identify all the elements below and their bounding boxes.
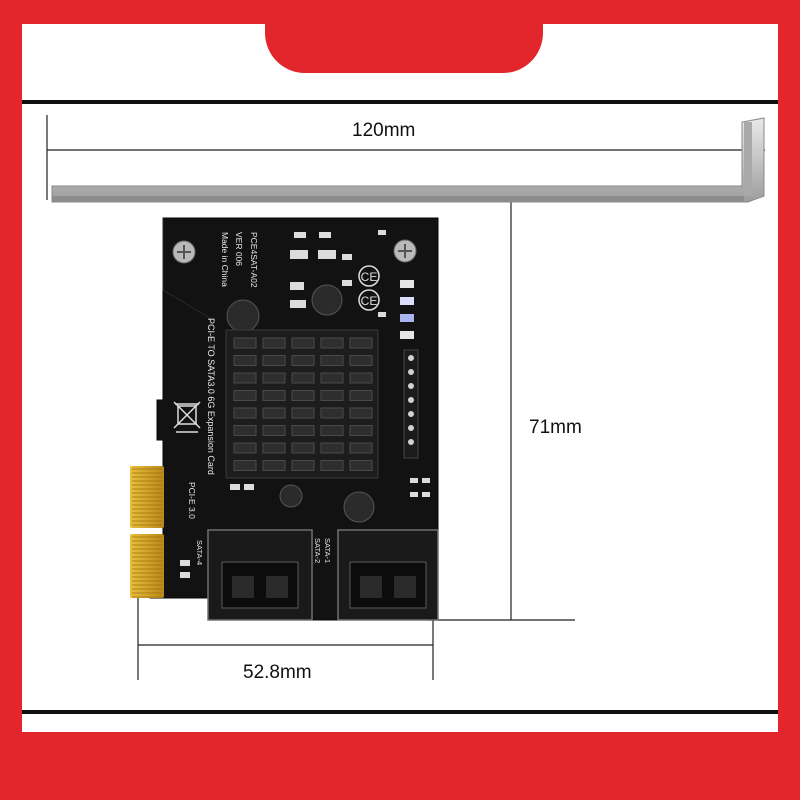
status-leds — [400, 280, 414, 339]
capacitor — [343, 491, 375, 523]
bottom-divider — [22, 710, 778, 714]
dimension-lines — [46, 115, 765, 680]
heatsink-fin — [320, 390, 344, 401]
heatsink-fin — [291, 442, 315, 454]
heatsink — [225, 329, 379, 479]
heatsink-fin — [233, 390, 257, 401]
sata-1-label: SATA-1 — [323, 538, 332, 563]
heatsink-fin — [262, 337, 286, 349]
board-model-text: PCE4SAT-A02 — [249, 232, 259, 288]
board-version-text: VER 006 — [234, 232, 244, 266]
heatsink-fin — [262, 460, 286, 471]
heatsink-fin — [291, 460, 315, 471]
heatsink-fin — [320, 407, 344, 419]
heatsink-fin — [262, 442, 286, 454]
heatsink-fin — [262, 425, 286, 436]
heatsink-fin — [291, 390, 315, 401]
heatsink-fin — [233, 460, 257, 471]
heatsink-fin — [349, 355, 373, 366]
heatsink-fin — [349, 407, 373, 419]
heatsink-fin — [349, 372, 373, 384]
heatsink-fin — [291, 425, 315, 436]
heatsink-fin — [233, 337, 257, 349]
heatsink-fin — [233, 407, 257, 419]
connector-dimension-label: 52.8mm — [243, 662, 312, 683]
heatsink-fin — [233, 372, 257, 384]
weee-trash-icon — [173, 401, 201, 433]
screw-icon — [393, 239, 417, 263]
pcie-gold-contacts — [130, 466, 164, 598]
screw-icon — [172, 240, 196, 264]
heatsink-fin — [262, 355, 286, 366]
heatsink-fin — [233, 355, 257, 366]
header-pins — [403, 349, 419, 459]
heatsink-fin — [349, 337, 373, 349]
board-origin-text: Made in China — [220, 232, 230, 287]
heatsink-fin — [320, 355, 344, 366]
heatsink-fin — [320, 460, 344, 471]
ce-mark-text: CE — [361, 294, 378, 308]
heatsink-fin — [291, 355, 315, 366]
heatsink-fin — [233, 442, 257, 454]
heatsink-fin — [349, 460, 373, 471]
sata-connector-right — [337, 529, 439, 621]
board-interface-text: PCI-E 3.0 — [187, 482, 197, 519]
heatsink-fin — [349, 442, 373, 454]
heatsink-fin — [262, 390, 286, 401]
heatsink-fin — [320, 337, 344, 349]
capacitor — [226, 299, 260, 333]
width-dimension-label: 120mm — [352, 120, 416, 141]
capacitor — [279, 484, 303, 508]
heatsink-fin — [349, 425, 373, 436]
heatsink-fin — [262, 407, 286, 419]
heatsink-fin — [291, 372, 315, 384]
heatsink-fin — [291, 337, 315, 349]
heatsink-fin — [320, 372, 344, 384]
heatsink-fin — [349, 390, 373, 401]
top-divider — [22, 100, 778, 104]
smd-components — [180, 230, 430, 578]
ce-mark: CE CE — [358, 265, 380, 311]
sata-connector-left — [207, 529, 313, 621]
height-dimension-label: 71mm — [529, 417, 582, 438]
sata-2-label: SATA-2 — [313, 538, 322, 563]
ce-mark-text: CE — [361, 270, 378, 284]
sata-4-label: SATA-4 — [195, 540, 204, 565]
heatsink-fin — [291, 407, 315, 419]
heatsink-fin — [233, 425, 257, 436]
board-description-text: PCI-E TO SATA3.0 6G Expansion Card — [206, 318, 216, 475]
capacitor — [311, 284, 343, 316]
heatsink-fin — [320, 425, 344, 436]
pcb-board: CE CE — [149, 217, 439, 621]
heatsink-fin — [320, 442, 344, 454]
top-red-tab — [265, 0, 543, 73]
heatsink-fin — [262, 372, 286, 384]
mounting-bracket — [51, 117, 765, 203]
